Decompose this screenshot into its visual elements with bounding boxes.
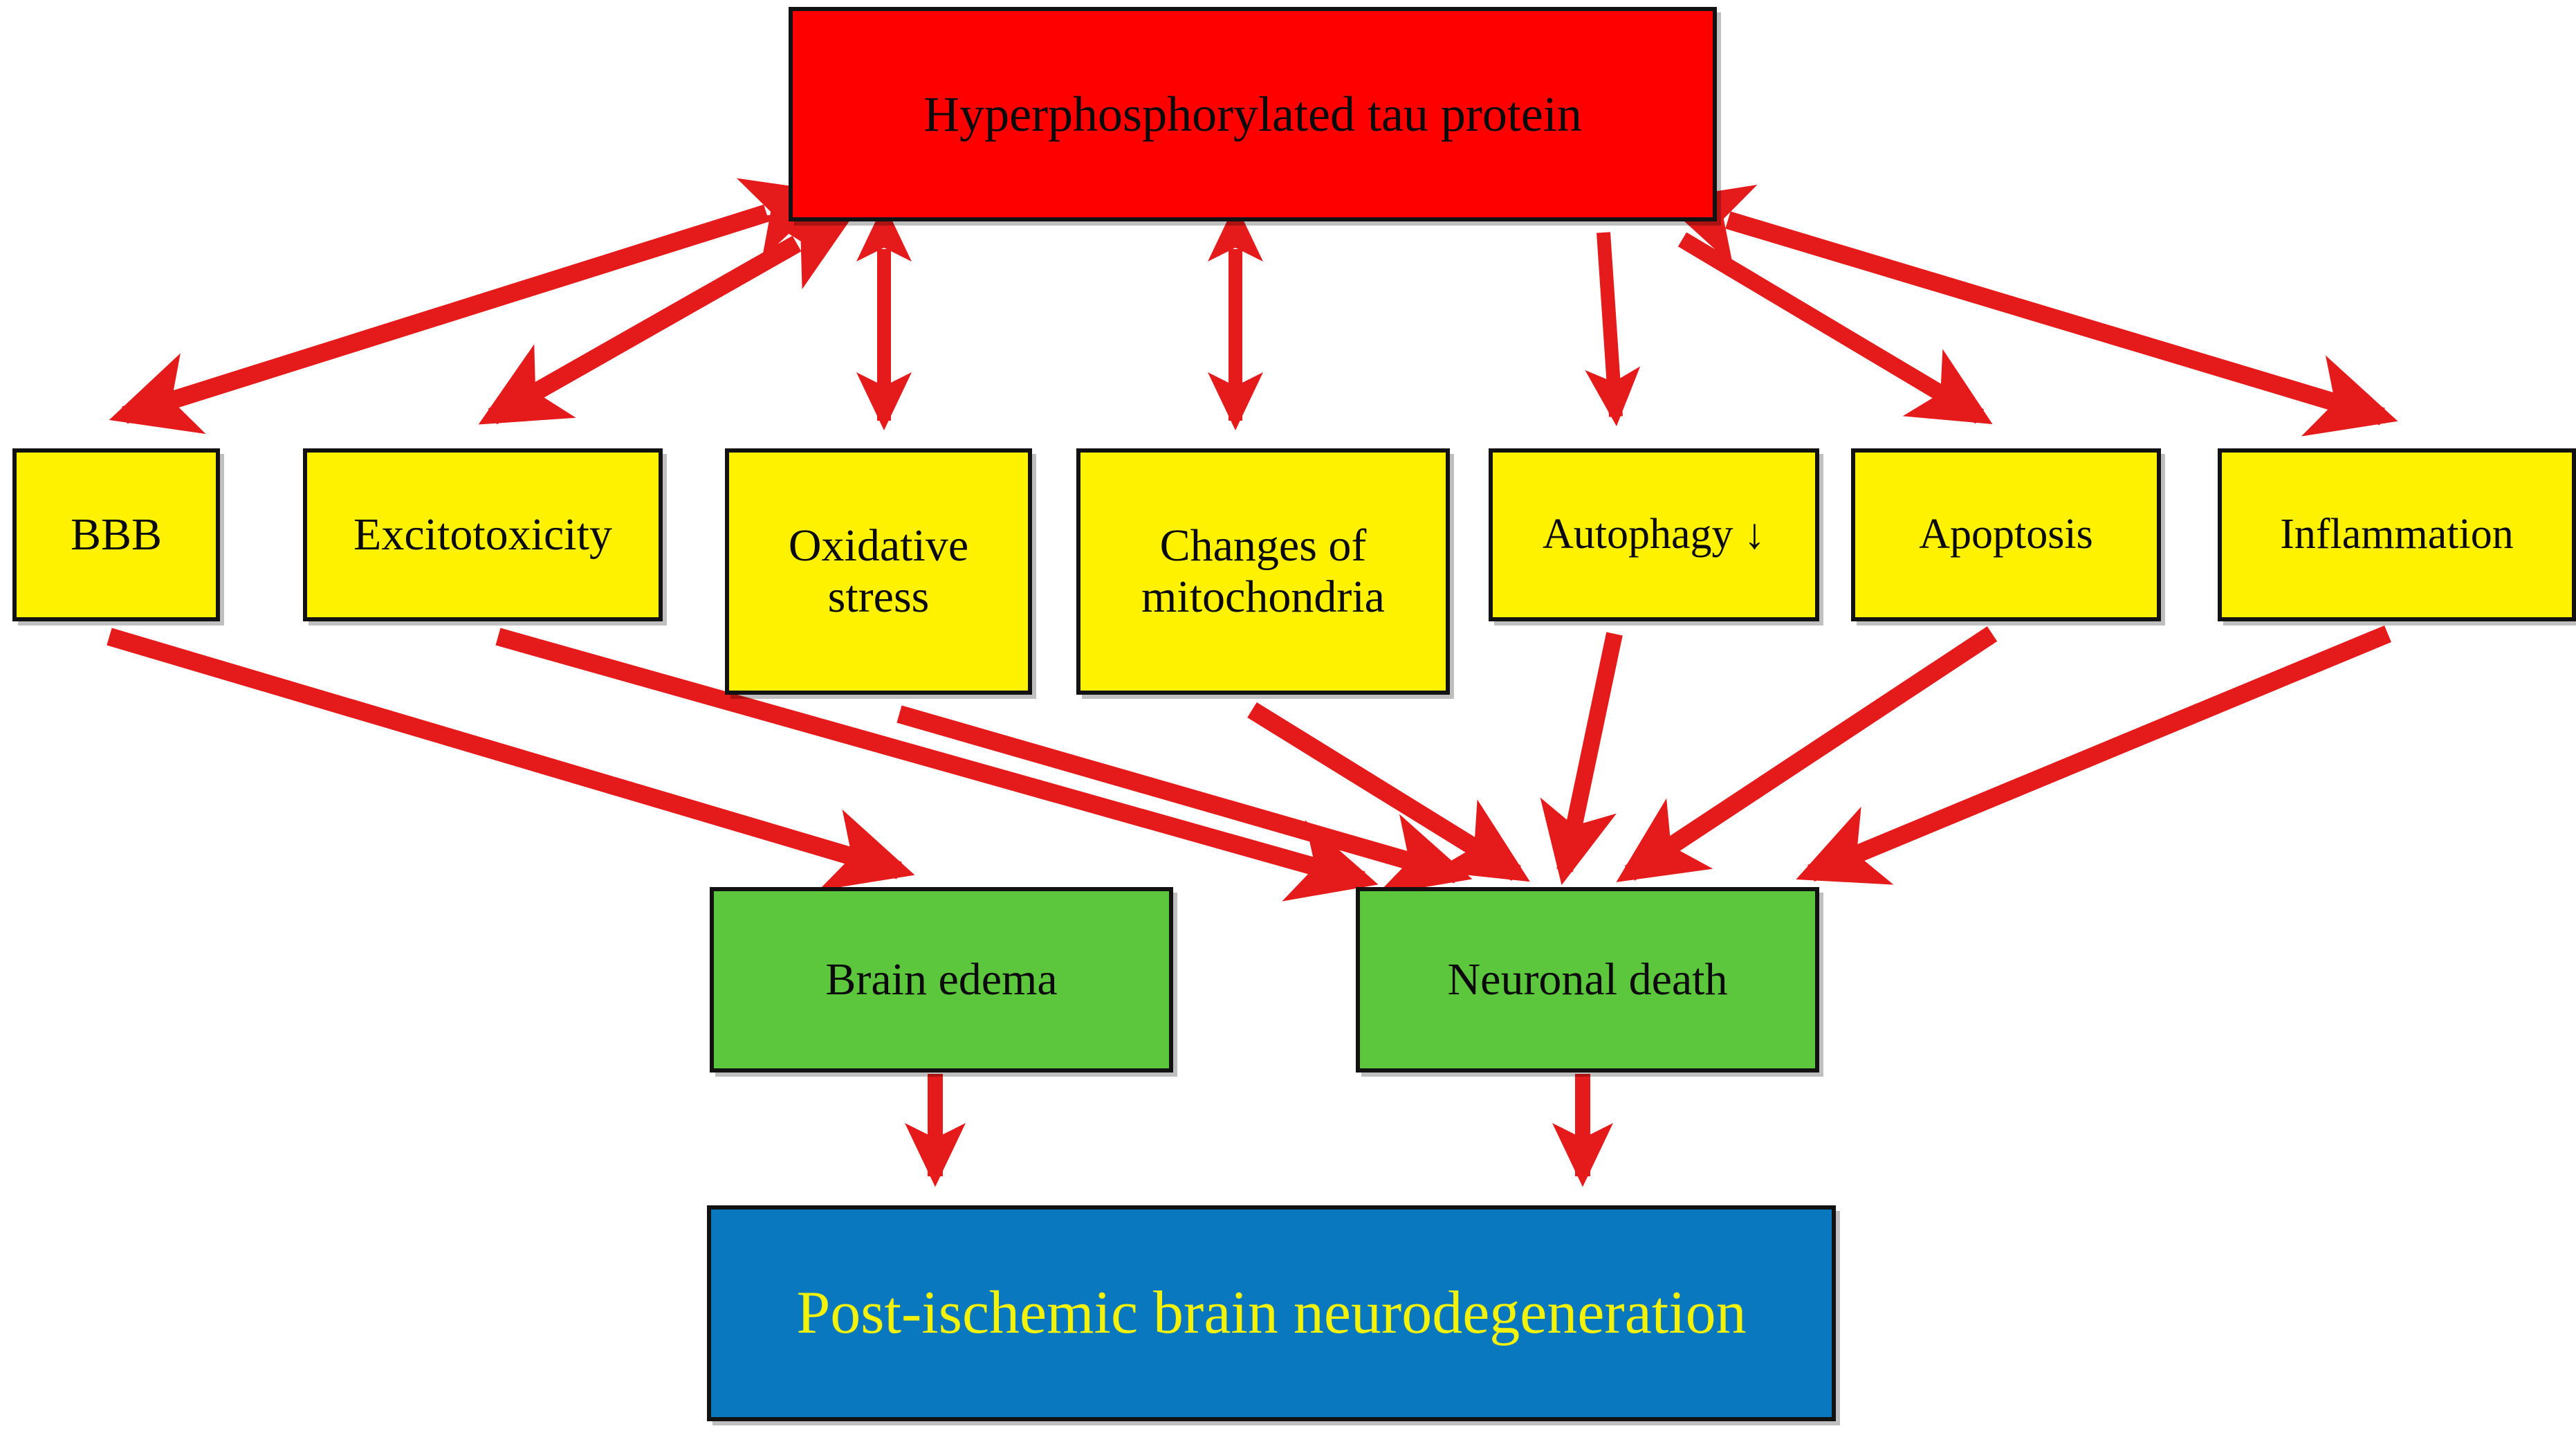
- edge-bbb-brain-edema: [107, 628, 915, 891]
- node-changes-of-mitochondria[interactable]: Changes of mitochondria: [1076, 448, 1450, 695]
- node-label: Apoptosis: [1919, 511, 2093, 558]
- node-post-ischemic-brain-neurodegeneration[interactable]: Post-ischemic brain neurodegeneration: [707, 1205, 1836, 1421]
- edge-mitochondria-neuronal-death: [1247, 702, 1530, 882]
- node-label: Oxidative stress: [788, 520, 969, 622]
- edge-tau-apoptosis: [1677, 232, 1993, 425]
- node-excitotoxicity[interactable]: Excitotoxicity: [303, 448, 663, 621]
- node-label: BBB: [70, 509, 163, 560]
- node-label: Hyperphosphorylated tau protein: [923, 86, 1582, 142]
- edge-excitotoxicity-neuronal-death: [495, 628, 1379, 902]
- node-label: Neuronal death: [1447, 954, 1728, 1005]
- node-brain-edema[interactable]: Brain edema: [710, 887, 1173, 1073]
- edge-tau-autophagy: [1585, 232, 1641, 426]
- node-label: Changes of mitochondria: [1141, 520, 1385, 622]
- node-neuronal-death[interactable]: Neuronal death: [1356, 887, 1819, 1073]
- node-inflammation[interactable]: Inflammation: [2218, 448, 2576, 621]
- node-label: Autophagy ↓: [1542, 511, 1766, 558]
- node-autophagy[interactable]: Autophagy ↓: [1489, 448, 1819, 621]
- edge-tau-excitotoxicity: [478, 208, 858, 425]
- edge-apoptosis-neuronal-death: [1616, 626, 1998, 882]
- edge-oxidative-stress-neuronal-death: [896, 705, 1473, 895]
- node-bbb[interactable]: BBB: [12, 448, 220, 621]
- node-label: Brain edema: [825, 954, 1058, 1005]
- node-label: Post-ischemic brain neurodegeneration: [796, 1279, 1747, 1347]
- node-oxidative-stress[interactable]: Oxidative stress: [725, 448, 1032, 695]
- node-label: Excitotoxicity: [353, 509, 612, 560]
- node-label: Inflammation: [2280, 511, 2514, 558]
- node-apoptosis[interactable]: Apoptosis: [1851, 448, 2161, 621]
- edge-inflammation-neuronal-death: [1796, 625, 2391, 885]
- node-hyperphosphorylated-tau-protein[interactable]: Hyperphosphorylated tau protein: [789, 7, 1717, 221]
- edge-tau-inflammation: [1660, 184, 2398, 437]
- edge-autophagy-neuronal-death: [1540, 632, 1623, 886]
